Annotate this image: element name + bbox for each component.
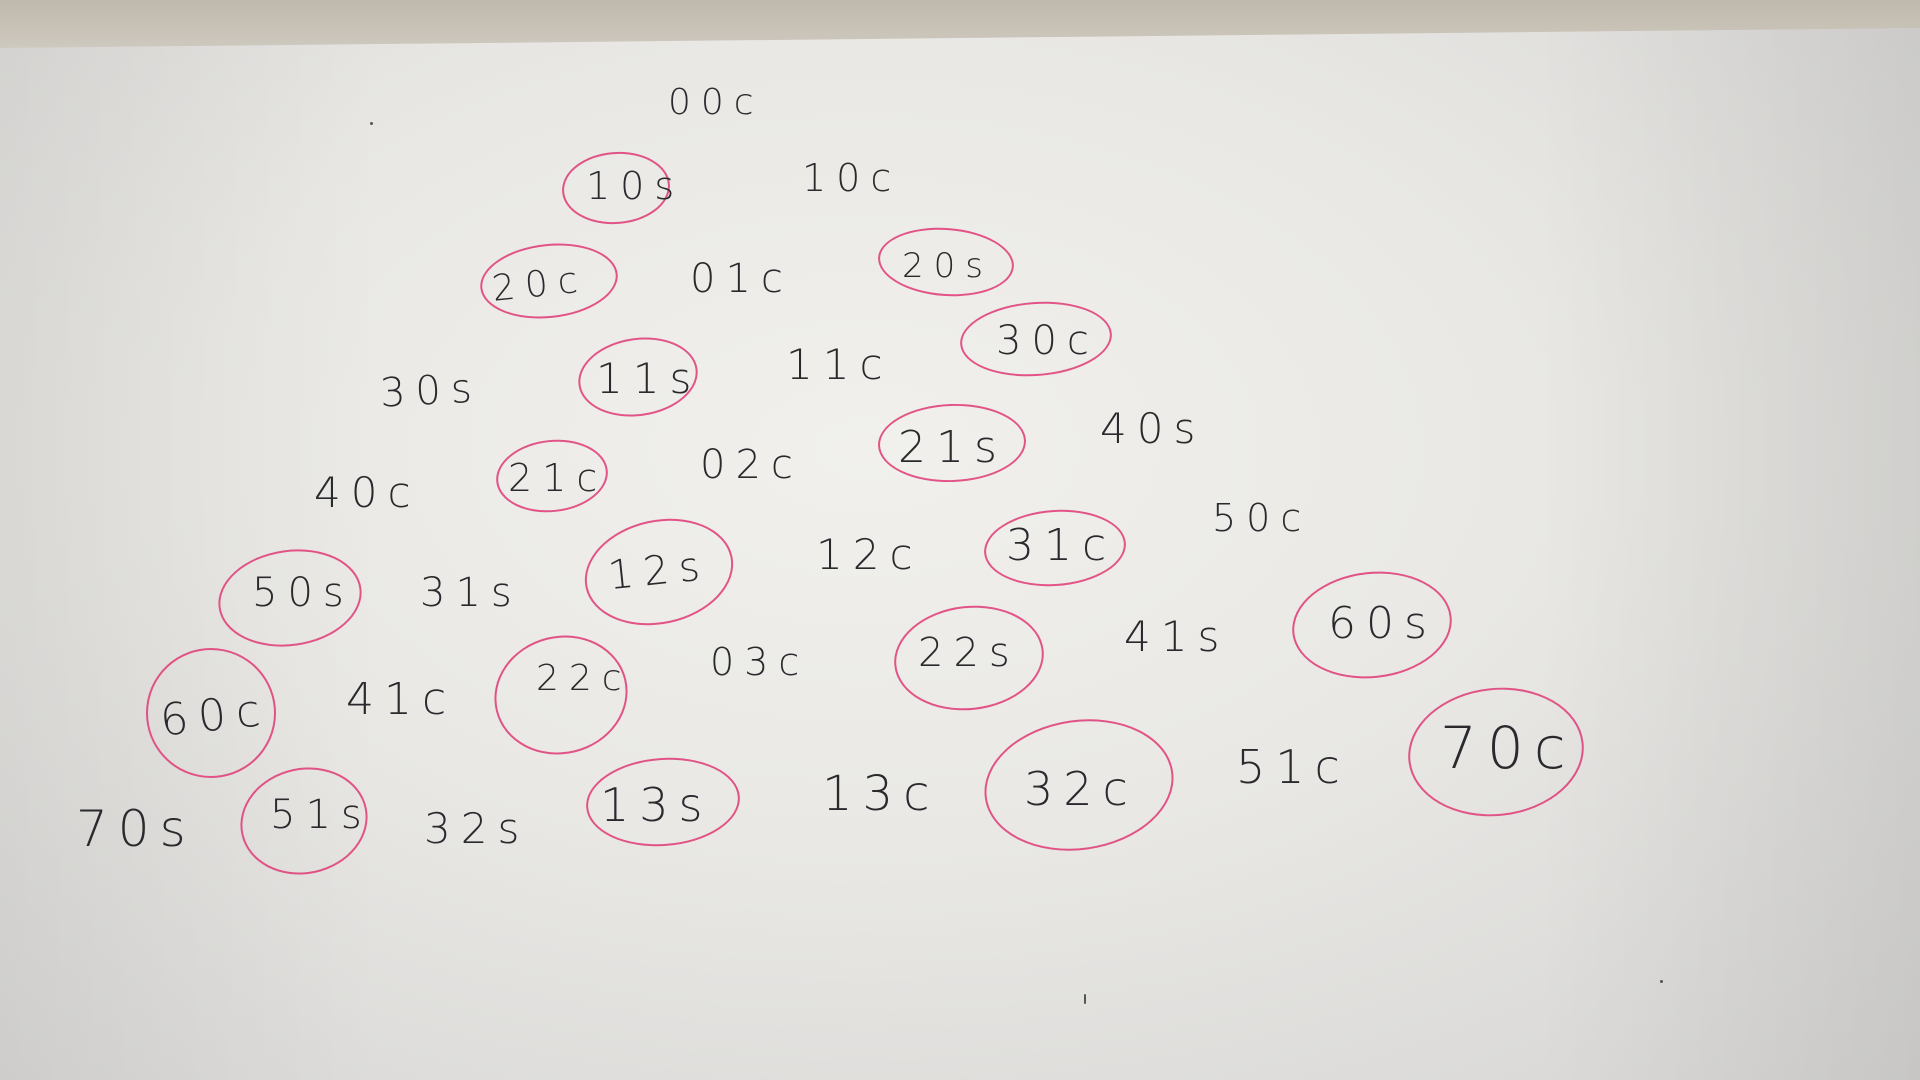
label-11s: 11s: [596, 354, 702, 403]
label-30c: 30c: [996, 318, 1099, 364]
label-70s: 70s: [76, 800, 196, 858]
label-30s: 30s: [378, 365, 483, 417]
label-00c: 00c: [668, 82, 764, 123]
label-51s: 51s: [270, 792, 372, 838]
label-32s: 32s: [424, 804, 530, 853]
label-60s: 60s: [1328, 598, 1437, 649]
label-70c: 70c: [1440, 714, 1576, 782]
label-22c: 22c: [536, 658, 632, 699]
paper-speck: [370, 122, 373, 125]
label-13s: 13s: [600, 778, 713, 832]
label-40c: 40c: [314, 468, 421, 517]
label-40s: 40s: [1100, 404, 1206, 453]
label-01c: 01c: [690, 256, 793, 302]
label-41s: 41s: [1124, 612, 1230, 661]
label-31s: 31s: [420, 570, 522, 616]
label-20s: 20s: [902, 246, 993, 286]
label-31c: 31c: [1006, 520, 1117, 571]
label-41c: 41c: [346, 674, 457, 725]
paper-speck: [1084, 994, 1086, 1004]
paper-speck: [1660, 980, 1663, 983]
label-50s: 50s: [252, 570, 354, 616]
label-13c: 13c: [822, 766, 940, 822]
label-22s: 22s: [918, 630, 1020, 676]
label-32c: 32c: [1024, 762, 1138, 816]
label-50c: 50c: [1212, 496, 1312, 540]
label-21c: 21c: [508, 456, 608, 500]
label-02c: 02c: [700, 442, 803, 488]
label-12c: 12c: [816, 530, 923, 579]
label-11c: 11c: [786, 340, 893, 389]
label-03c: 03c: [710, 640, 810, 684]
label-21s: 21s: [898, 422, 1007, 473]
label-10s: 10s: [586, 164, 685, 208]
label-10c: 10c: [802, 156, 902, 200]
label-51c: 51c: [1236, 740, 1350, 794]
